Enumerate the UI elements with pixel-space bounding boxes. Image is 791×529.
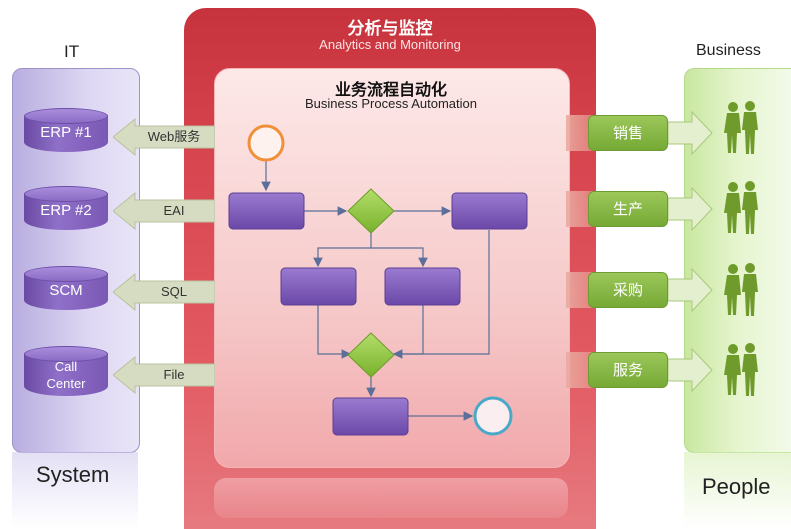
business-function-purchasing: 采购 xyxy=(588,272,668,308)
interface-arrow xyxy=(113,355,215,395)
database-erp2: ERP #2 xyxy=(24,186,108,238)
system-label: System xyxy=(36,462,110,487)
interface-label: File xyxy=(163,367,185,382)
interface-label: SQL xyxy=(160,284,187,299)
database-label: Call Center xyxy=(46,359,86,391)
gateway-diamond-icon xyxy=(347,332,395,378)
database-scm: SCM xyxy=(24,266,108,318)
task-box xyxy=(384,267,461,306)
database-label: ERP #2 xyxy=(40,202,92,219)
business-function-service: 服务 xyxy=(588,352,668,388)
right-arrow-icon xyxy=(668,347,713,393)
process-flowchart xyxy=(228,124,528,436)
people-icon xyxy=(724,181,758,234)
business-function-sales: 销售 xyxy=(588,115,668,151)
people-icon xyxy=(724,343,758,396)
it-panel-reflection xyxy=(12,452,138,529)
business-function-production: 生产 xyxy=(588,191,668,227)
interface-label: EAI xyxy=(163,203,185,218)
people-icon xyxy=(724,263,758,316)
end-event-icon xyxy=(473,396,513,436)
people-icon xyxy=(724,101,758,154)
task-box xyxy=(451,192,528,230)
database-label: ERP #1 xyxy=(40,124,92,141)
interface-label: Web服务 xyxy=(147,129,201,144)
business-header: Business xyxy=(696,42,761,59)
people-panel-reflection xyxy=(684,452,791,529)
analytics-title-en: Analytics and Monitoring xyxy=(319,37,461,52)
gateway-diamond-icon xyxy=(347,188,395,234)
task-box xyxy=(228,192,305,230)
start-event-icon xyxy=(247,124,285,162)
interface-arrow xyxy=(113,117,215,157)
right-arrow-icon xyxy=(668,267,713,313)
database-label: SCM xyxy=(49,282,83,299)
task-box xyxy=(280,267,357,306)
task-box xyxy=(332,397,409,436)
interface-arrow xyxy=(113,191,215,231)
it-header: IT xyxy=(64,42,80,61)
people-label: People xyxy=(702,474,771,499)
analytics-title-cn: 分析与监控 xyxy=(347,19,433,38)
bpa-panel-reflection xyxy=(214,478,568,518)
database-erp1: ERP #1 xyxy=(24,108,108,160)
bpa-title-en: Business Process Automation xyxy=(305,96,477,111)
right-arrow-icon xyxy=(668,186,713,232)
right-arrow-icon xyxy=(668,110,713,156)
bpa-title-cn: 业务流程自动化 xyxy=(334,82,447,99)
interface-arrow xyxy=(113,272,215,312)
database-call-center: Call Center xyxy=(24,346,108,398)
